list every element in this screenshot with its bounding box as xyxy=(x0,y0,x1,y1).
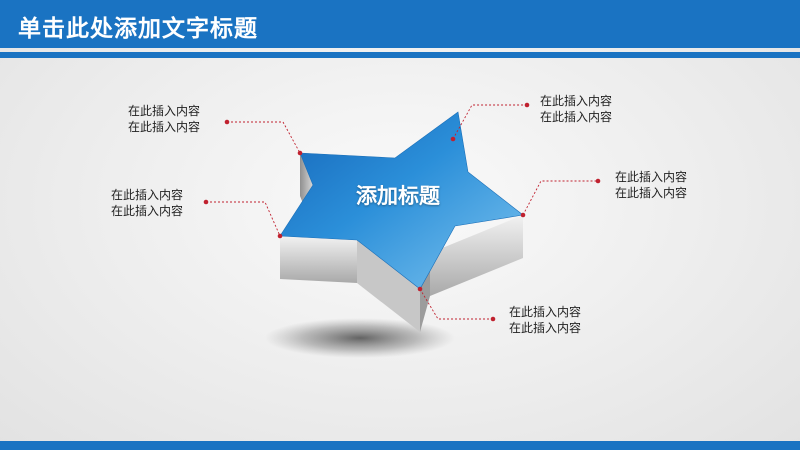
star-side-right xyxy=(430,215,523,296)
callout-mid-left[interactable]: 在此插入内容 在此插入内容 xyxy=(111,187,183,219)
star-shadow xyxy=(265,318,455,358)
leader-top-right xyxy=(452,104,527,140)
callout-mid-right[interactable]: 在此插入内容 在此插入内容 xyxy=(615,169,687,201)
callout-line: 在此插入内容 xyxy=(615,170,688,184)
star-side-front-left xyxy=(280,236,357,283)
star-top-face xyxy=(279,111,524,290)
slide-title[interactable]: 单击此处添加文字标题 xyxy=(18,16,258,42)
callout-line: 在此插入内容 xyxy=(128,120,201,134)
header-divider xyxy=(0,52,800,58)
callout-line: 在此插入内容 xyxy=(540,94,613,108)
callout-line: 在此插入内容 xyxy=(111,188,184,202)
dot-top-left-end xyxy=(224,119,230,125)
leader-mid-left xyxy=(206,201,281,237)
callout-line: 在此插入内容 xyxy=(128,104,201,118)
dot-bottom-star xyxy=(417,286,423,292)
dot-top-right-star xyxy=(450,136,456,142)
callout-top-left[interactable]: 在此插入内容 在此插入内容 xyxy=(128,103,200,135)
star-title[interactable]: 添加标题 xyxy=(356,184,440,208)
dot-top-left-star xyxy=(297,150,303,156)
leader-top-left xyxy=(227,121,301,154)
callout-line: 在此插入内容 xyxy=(540,110,613,124)
leader-mid-right xyxy=(522,180,598,216)
dot-top-right-end xyxy=(524,102,530,108)
callout-top-right[interactable]: 在此插入内容 在此插入内容 xyxy=(540,93,612,125)
dot-mid-right-end xyxy=(595,178,601,184)
footer-bar xyxy=(0,441,800,450)
callout-line: 在此插入内容 xyxy=(615,186,688,200)
callout-line: 在此插入内容 xyxy=(509,321,582,335)
dot-mid-left-star xyxy=(277,233,283,239)
dot-mid-right-star xyxy=(520,212,526,218)
callout-line: 在此插入内容 xyxy=(111,204,184,218)
header-bar: 单击此处添加文字标题 xyxy=(0,0,800,48)
dot-bottom-end xyxy=(490,316,496,322)
dot-mid-left-end xyxy=(203,199,209,205)
star-side-front-valley xyxy=(357,240,420,332)
callout-line: 在此插入内容 xyxy=(509,305,582,319)
callout-bottom[interactable]: 在此插入内容 在此插入内容 xyxy=(509,304,581,336)
